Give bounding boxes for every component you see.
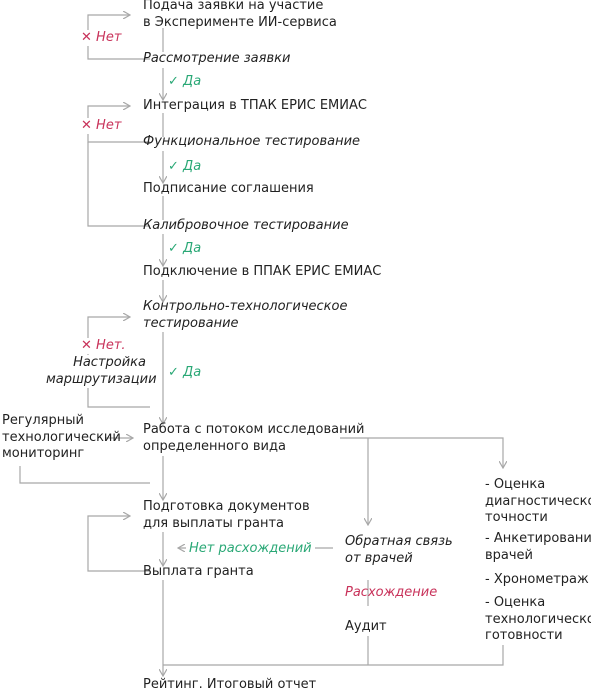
step-calibration: Калибровочное тестирование (143, 218, 349, 233)
step-payment: Выплата гранта (143, 564, 254, 579)
monitoring-label: Регулярный технологический мониторинг (2, 413, 121, 463)
cross-icon: ✕ (81, 30, 92, 45)
no-label-1: ✕ Нет (81, 30, 122, 46)
step-submit-line-1: Подача заявки на участие (143, 0, 324, 13)
step-work-flow: Работа с потоком исследований определенн… (143, 422, 364, 455)
step-control-line-2: тестирование (143, 315, 239, 331)
monitoring-line-1: Регулярный (2, 413, 84, 428)
feedback-from-doctors: Обратная связь от врачей (345, 534, 453, 567)
checkmark-icon: ✓ (168, 74, 179, 89)
yes-label-1: ✓ Да (168, 74, 202, 89)
metric-4-line-3: готовности (485, 628, 563, 643)
step-work-line-1: Работа с потоком исследований (143, 422, 365, 437)
step-signing: Подписание соглашения (143, 181, 314, 196)
no-label-3: ✕ Нет. (81, 338, 126, 354)
cross-icon: ✕ (81, 338, 92, 353)
no-label-2: ✕ Нет (81, 118, 122, 134)
monitoring-line-2: технологический (2, 429, 121, 445)
yes-label-4: ✓ Да (168, 365, 202, 380)
feedback-line-1: Обратная связь (345, 534, 453, 549)
step-documents: Подготовка документов для выплаты гранта (143, 499, 310, 532)
step-audit: Аудит (345, 619, 387, 634)
step-functional-test: Функциональное тестирование (143, 134, 361, 149)
step-connection: Подключение в ППАК ЕРИС ЕМИАС (143, 264, 382, 279)
routing-line-1: Настройка (73, 355, 146, 370)
metric-tech-readiness: - Оценка технологической готовности (485, 595, 591, 645)
metric-timing: - Хронометраж (485, 572, 589, 587)
step-review: Рассмотрение заявки (143, 51, 291, 66)
metric-1-line-3: точности (485, 510, 548, 525)
step-control-line-1: Контрольно-технологическое (143, 299, 348, 314)
step-submit-application: Подача заявки на участие в Эксперименте … (143, 0, 337, 31)
checkmark-icon: ✓ (168, 365, 179, 380)
step-rating-report: Рейтинг. Итоговый отчет (143, 677, 317, 692)
step-control-test: Контрольно-технологическое тестирование (143, 299, 347, 332)
yes-label-2: ✓ Да (168, 159, 202, 174)
metric-4-line-1: - Оценка (485, 595, 546, 610)
metric-doctor-survey: - Анкетирование врачей (485, 531, 591, 564)
metric-4-line-2: технологической (485, 611, 591, 627)
feedback-line-2: от врачей (345, 550, 413, 566)
routing-setup-label: Настройка маршрутизации (46, 355, 157, 388)
cross-icon: ✕ (81, 118, 92, 133)
step-work-line-2: определенного вида (143, 438, 286, 454)
step-documents-line-2: для выплаты гранта (143, 515, 285, 531)
step-documents-line-1: Подготовка документов (143, 499, 310, 514)
metric-1-line-1: - Оценка (485, 477, 546, 492)
monitoring-line-3: мониторинг (2, 446, 85, 461)
step-submit-line-2: в Эксперименте ИИ-сервиса (143, 14, 337, 30)
checkmark-icon: ✓ (168, 159, 179, 174)
metric-1-line-2: диагностической (485, 493, 591, 509)
discrepancy-label: Расхождение (345, 585, 438, 600)
routing-line-2: маршрутизации (46, 371, 157, 387)
metric-2-line-1: - Анкетирование (485, 531, 591, 546)
metric-2-line-2: врачей (485, 547, 534, 563)
checkmark-icon: ✓ (168, 241, 179, 256)
step-integration: Интеграция в ТПАК ЕРИС ЕМИАС (143, 98, 367, 113)
no-discrepancy-label: Нет расхождений (186, 541, 315, 558)
metric-diagnostic-accuracy: - Оценка диагностической точности (485, 477, 591, 527)
yes-label-3: ✓ Да (168, 241, 202, 256)
